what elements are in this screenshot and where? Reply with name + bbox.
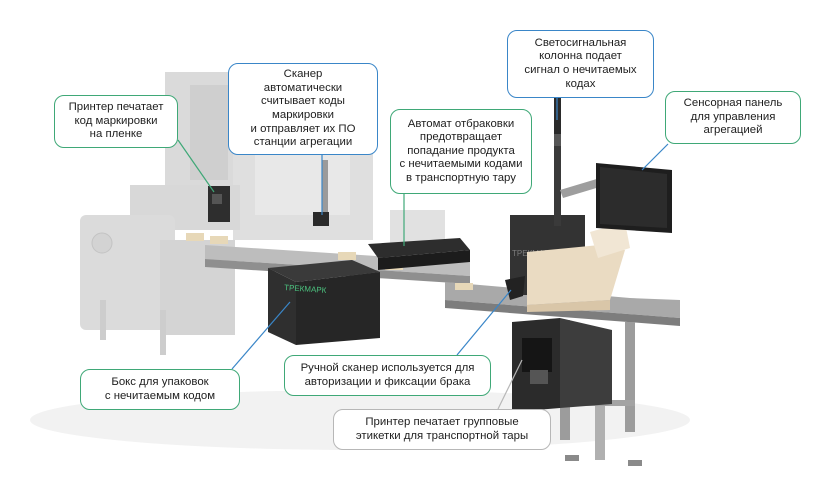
hand-scanner [505,276,525,300]
reject-box-brand: ТРЕКМАРК [284,283,327,295]
back-machine [80,72,445,355]
touch-panel [596,163,672,233]
callout-auto-scanner: Сканер автоматически считывает коды марк… [228,63,378,155]
reject-box: ТРЕКМАРК [268,260,380,345]
aggregation-station: ТРЕКМАРК [505,215,630,312]
signal-tower [554,96,603,226]
leader-hand-scanner [456,289,512,356]
callout-film-printer: Принтер печатает код маркировки на пленк… [54,95,178,148]
leader-touch [641,143,669,171]
callout-group-label-printer: Принтер печатает групповые этикетки для … [333,409,551,450]
callout-reject-device: Автомат отбраковки предотвращает попадан… [390,109,532,194]
leader-lines [177,98,669,410]
leader-group-printer [497,359,523,410]
callout-reject-box: Бокс для упаковок с нечитаемым кодом [80,369,240,410]
callout-hand-scanner: Ручной сканер используется для авторизац… [284,355,491,396]
leader-box [231,301,291,370]
callout-touch-panel: Сенсорная панель для управления агрегаци… [665,91,801,144]
callout-signal-tower: Светосигнальная колонна подает сигнал о … [507,30,654,98]
auto-scanner [313,160,329,226]
reject-device [368,238,470,270]
leader-printer-film [177,139,215,193]
group-label-printer [512,318,612,412]
film-printer [208,186,230,222]
